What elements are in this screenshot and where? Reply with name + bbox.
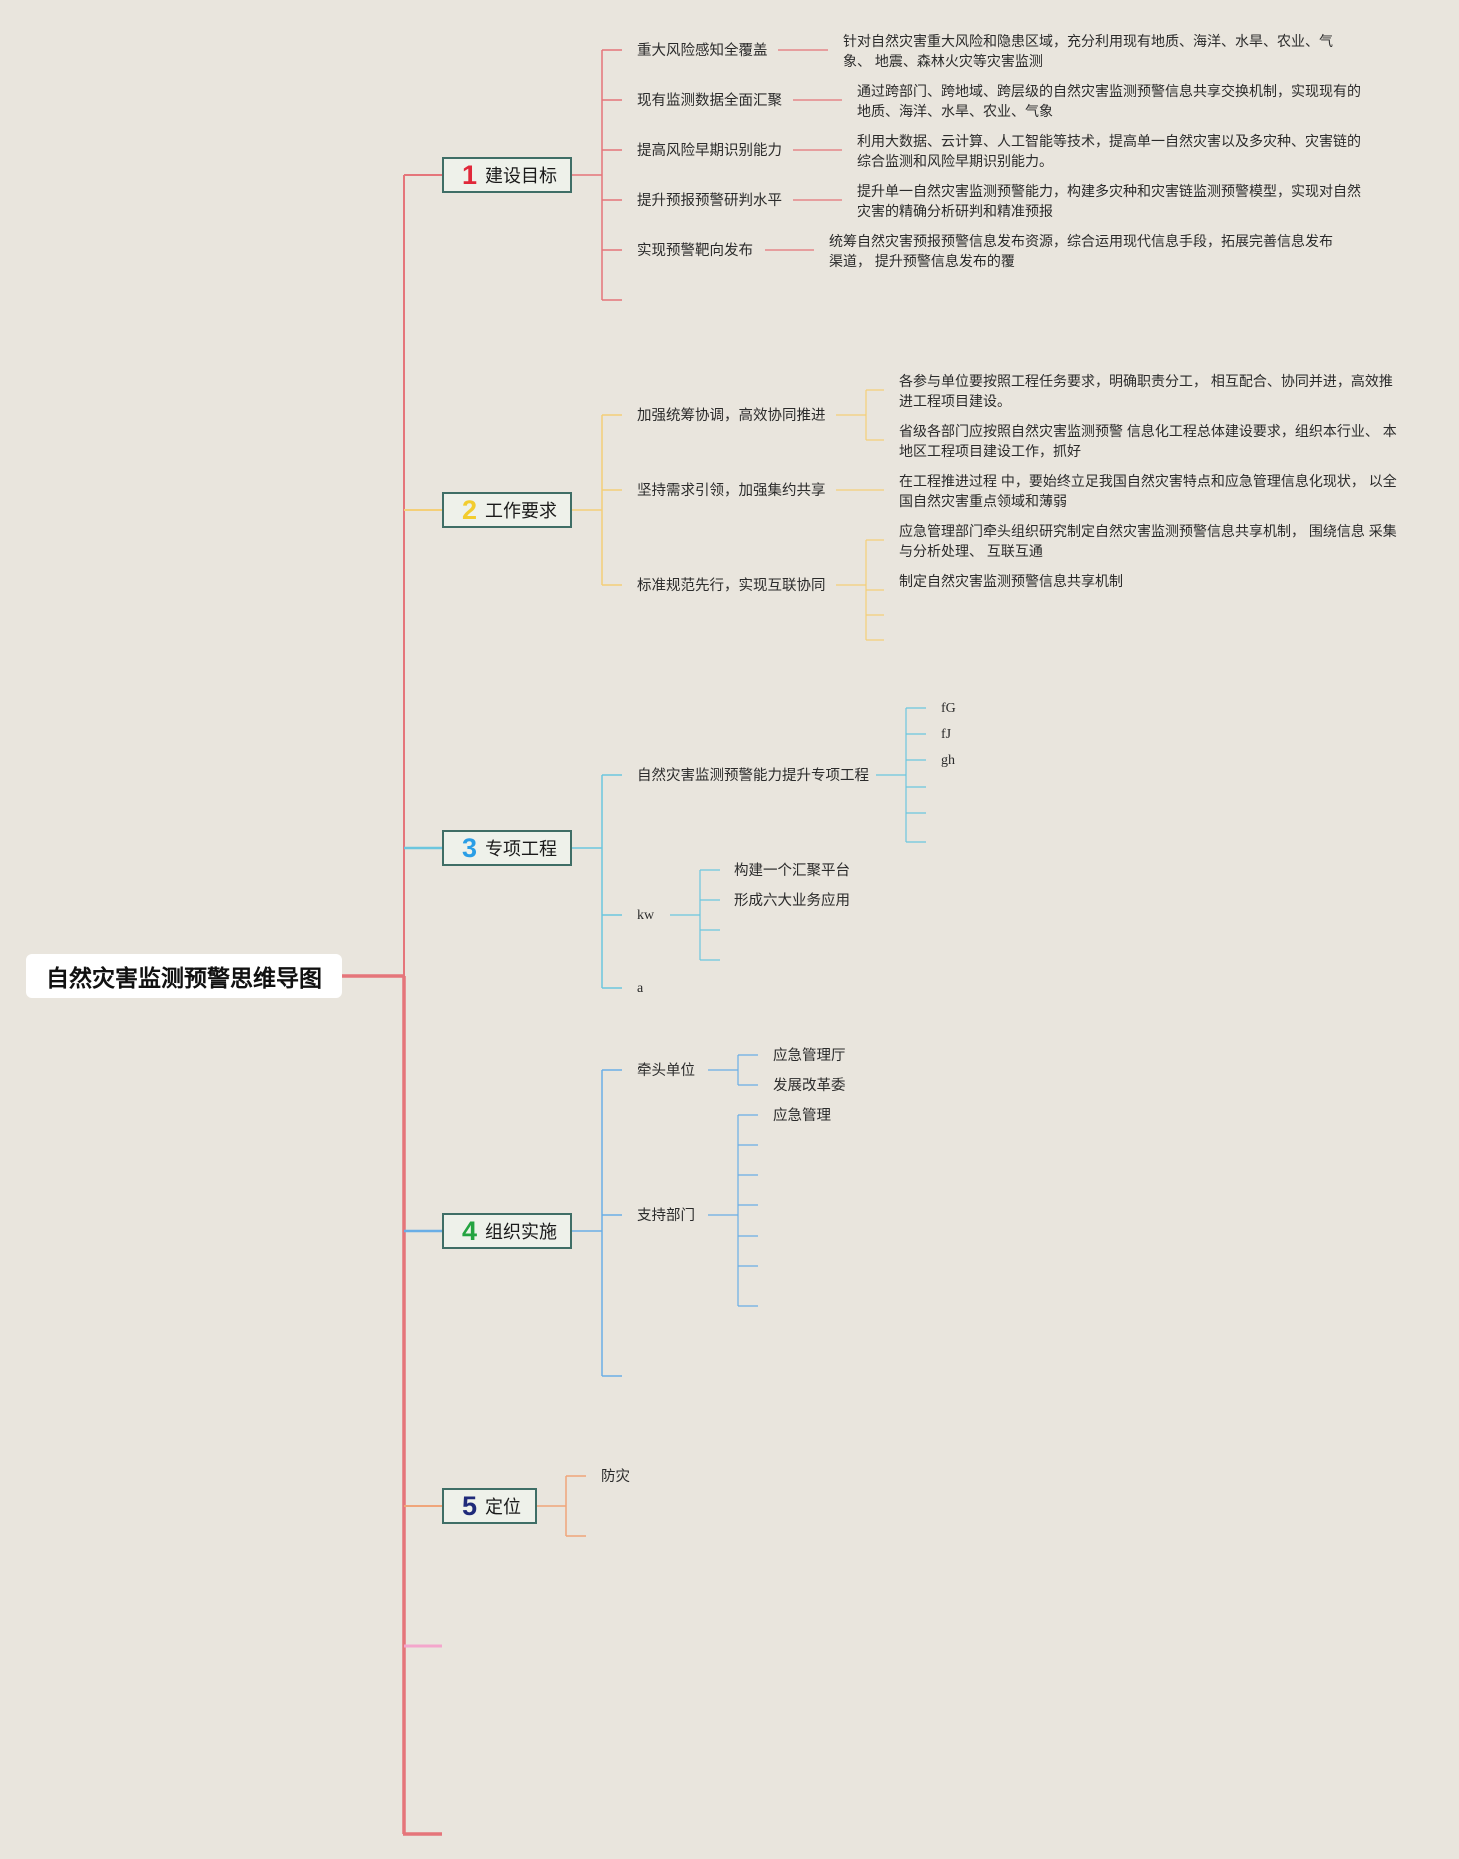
branch-node-2[interactable]: 2 工作要求 (442, 492, 572, 528)
b1-item-5-desc: 统筹自然灾害预报预警信息发布资源，综合运用现代信息手段，拓展完善信息发布渠道， … (829, 233, 1333, 269)
b2-item-2[interactable]: 坚持需求引领，加强集约共享 (637, 483, 826, 499)
b1-item-4[interactable]: 提升预报预警研判水平 (637, 193, 782, 209)
b3-item-2[interactable]: kw (637, 908, 655, 923)
b2-item-1-child-1: 各参与单位要按照工程任务要求，明确职责分工， 相互配合、协同并进，高效推进工程项… (899, 373, 1393, 409)
branch-label-1: 建设目标 (485, 166, 558, 186)
branch-label-4: 组织实施 (485, 1222, 558, 1242)
b2-item-2-child-1: 在工程推进过程 中，要始终立足我国自然灾害特点和应急管理信息化现状， 以全国自然… (899, 473, 1397, 509)
b4-item-2-child-1: 应急管理 (773, 1108, 831, 1124)
b1-item-2[interactable]: 现有监测数据全面汇聚 (637, 93, 782, 109)
branch-node-5[interactable]: 5 定位 (442, 1488, 537, 1524)
root-node[interactable]: 自然灾害监测预警思维导图 (26, 954, 342, 998)
b3-item-1[interactable]: 自然灾害监测预警能力提升专项工程 (637, 768, 869, 784)
b2-item-3-child-1: 应急管理部门牵头组织研究制定自然灾害监测预警信息共享机制， 围绕信息 采集与分析… (899, 523, 1397, 559)
b2-item-1[interactable]: 加强统筹协调，高效协同推进 (637, 408, 826, 424)
b3-item-1-child-1: fG (941, 701, 956, 716)
b4-item-1-child-1: 应急管理厅 (773, 1048, 846, 1064)
branch-node-4[interactable]: 4 组织实施 (442, 1213, 572, 1249)
branch-number-1: 1 (462, 159, 478, 190)
b1-item-4-desc: 提升单一自然灾害监测预警能力，构建多灾种和灾害链监测预警模型，实现对自然灾害的精… (857, 183, 1361, 219)
b4-item-1[interactable]: 牵头单位 (637, 1063, 695, 1079)
branch-number-5: 5 (462, 1490, 478, 1521)
b3-item-1-child-3: gh (941, 753, 955, 768)
b4-item-2[interactable]: 支持部门 (637, 1208, 695, 1224)
branch-label-5: 定位 (485, 1497, 522, 1517)
branch-number-2: 2 (462, 494, 478, 525)
b1-item-1-desc: 针对自然灾害重大风险和隐患区域，充分利用现有地质、海洋、水旱、农业、气象、 地震… (843, 33, 1333, 69)
branch-number-3: 3 (462, 832, 478, 863)
branch-node-1[interactable]: 1 建设目标 (442, 157, 572, 193)
root-title: 自然灾害监测预警思维导图 (46, 965, 322, 991)
b1-item-3[interactable]: 提高风险早期识别能力 (637, 143, 782, 159)
b2-item-1-child-2: 省级各部门应按照自然灾害监测预警 信息化工程总体建设要求，组织本行业、 本地区工… (899, 423, 1397, 459)
b3-item-2-child-2: 形成六大业务应用 (734, 893, 850, 909)
branch-number-4: 4 (462, 1215, 478, 1246)
b1-item-5[interactable]: 实现预警靶向发布 (637, 243, 753, 259)
b3-item-1-child-2: fJ (941, 727, 952, 742)
b1-item-1[interactable]: 重大风险感知全覆盖 (637, 43, 768, 59)
b4-item-1-child-2: 发展改革委 (773, 1078, 846, 1094)
b3-item-3[interactable]: a (637, 981, 644, 996)
b1-item-2-desc: 通过跨部门、跨地域、跨层级的自然灾害监测预警信息共享交换机制，实现现有的地质、海… (857, 83, 1361, 119)
b1-item-3-desc: 利用大数据、云计算、人工智能等技术，提高单一自然灾害以及多灾种、灾害链的综合监测… (857, 133, 1361, 169)
b5-item-1[interactable]: 防灾 (601, 1469, 630, 1485)
branch-label-2: 工作要求 (485, 501, 558, 521)
b3-item-2-child-1: 构建一个汇聚平台 (734, 863, 850, 879)
b2-item-3[interactable]: 标准规范先行，实现互联协同 (637, 578, 826, 594)
branch-label-3: 专项工程 (485, 839, 558, 859)
branch-node-3[interactable]: 3 专项工程 (442, 830, 572, 866)
b2-item-3-child-2: 制定自然灾害监测预警信息共享机制 (899, 573, 1123, 589)
